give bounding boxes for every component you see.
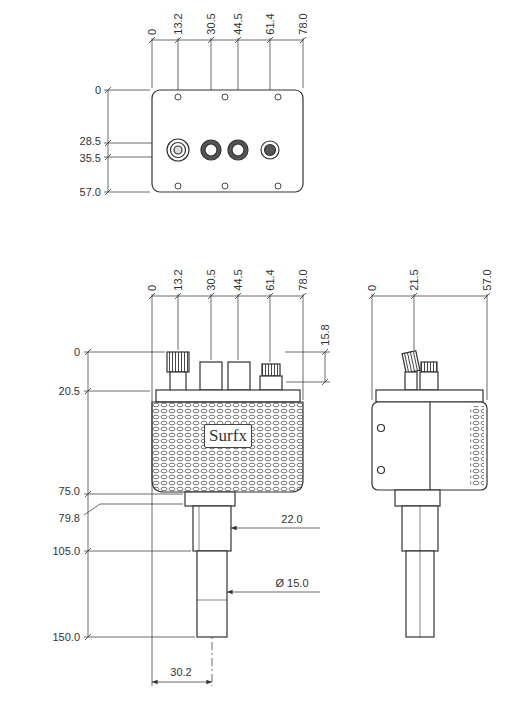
dimension-value: 30.5 bbox=[205, 269, 217, 292]
dimension-value: 35.5 bbox=[79, 152, 102, 164]
dimension-value: 78.0 bbox=[297, 269, 309, 292]
dimension-ticks bbox=[85, 37, 490, 640]
dimension-value: 57.0 bbox=[481, 269, 493, 292]
dimension-value: 0 bbox=[73, 346, 81, 358]
dimension-value: 0 bbox=[366, 284, 378, 292]
dimension-value: 0 bbox=[94, 84, 102, 96]
dimension-value: Ø 15.0 bbox=[274, 577, 309, 589]
dimension-value: 30.5 bbox=[205, 13, 217, 36]
logo-box: Surfx bbox=[204, 424, 252, 448]
dimension-value: 28.5 bbox=[79, 135, 102, 147]
dimension-value: 44.5 bbox=[232, 269, 244, 292]
dimension-value: 13.2 bbox=[172, 13, 184, 36]
dimension-value: 105.0 bbox=[51, 545, 81, 557]
dimension-value: 22.0 bbox=[280, 513, 303, 525]
dimension-value: 61.4 bbox=[264, 269, 276, 292]
dimension-lines bbox=[84, 38, 487, 686]
dimension-value: 79.8 bbox=[58, 512, 81, 524]
dimension-value: 75.0 bbox=[58, 485, 81, 497]
dimension-value: 0 bbox=[146, 284, 158, 292]
dimension-value: 0 bbox=[146, 28, 158, 36]
dimension-value: 61.4 bbox=[264, 13, 276, 36]
front-view bbox=[152, 352, 303, 637]
dimension-value: 78.0 bbox=[297, 13, 309, 36]
dimension-value: 44.5 bbox=[232, 13, 244, 36]
side-view bbox=[372, 351, 487, 637]
dimension-value: 150.0 bbox=[51, 631, 81, 643]
dimension-value: 21.5 bbox=[408, 269, 420, 292]
logo-text: Surfx bbox=[209, 426, 247, 446]
dimension-value: 20.5 bbox=[58, 385, 81, 397]
top-view bbox=[152, 90, 303, 192]
dimension-value: 13.2 bbox=[172, 269, 184, 292]
dimension-value: 57.0 bbox=[79, 186, 102, 198]
dimension-value: 15.8 bbox=[319, 324, 331, 347]
dimension-value: 30.2 bbox=[169, 666, 192, 678]
